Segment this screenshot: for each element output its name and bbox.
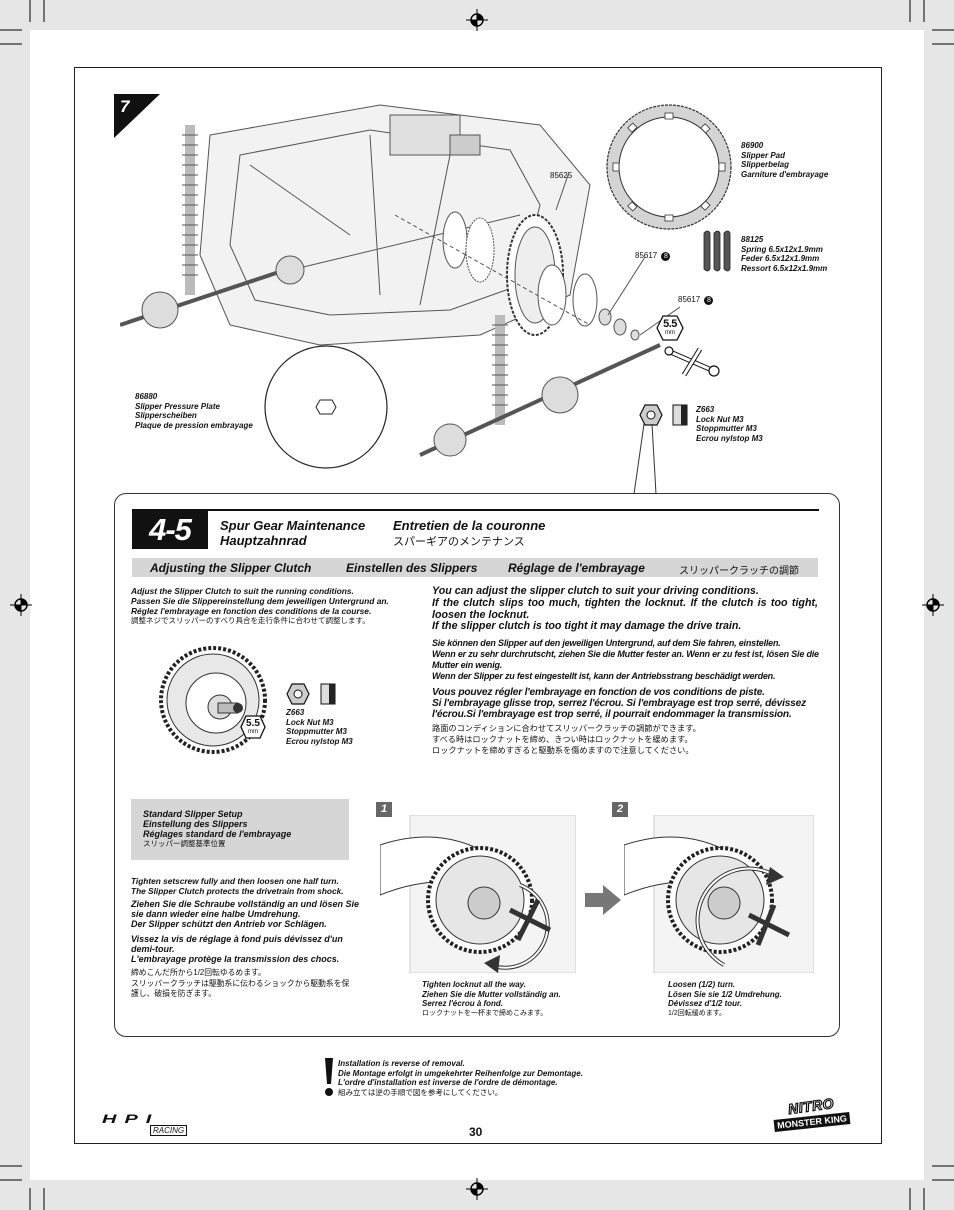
wrench-unit-top: mm (665, 330, 675, 336)
section-number: 4-5 (149, 512, 192, 547)
leader-lines (633, 423, 657, 495)
nitro-monster-king-logo: NITRO MONSTER KING (773, 1094, 854, 1138)
step-triangle (114, 94, 160, 138)
callout-85617-b: 85617 8 (678, 295, 714, 305)
standard-setup-text: Standard Slipper Setup Einstellung des S… (143, 809, 292, 848)
hpi-logo-text: HPI (102, 1112, 160, 1126)
setup-text-en: Tighten setscrew fully and then loosen o… (131, 876, 344, 896)
hpi-logo-subtext: RACING (150, 1125, 188, 1136)
chassis-exploded-illustration (120, 104, 680, 457)
step-2-badge: 2 (612, 802, 628, 817)
right-intro-jp: 路面のコンディションに合わせてスリッパークラッチの調節ができます。 すべる時はロ… (432, 724, 701, 755)
spur-gear-illustration (159, 646, 267, 754)
step-1-badge: 1 (376, 802, 392, 817)
wrench-unit-inner: mm (248, 729, 258, 735)
warning-exclamation-icon (325, 1058, 333, 1096)
setup-text-jp: 締めこんだ所から1/2回転ゆるめます。 スリッパークラッチは駆動系に伝わるショッ… (131, 968, 350, 998)
section-title-en: Spur Gear Maintenance (220, 518, 366, 533)
count-badge-a: 8 (661, 252, 671, 261)
step-number: 7 (120, 97, 130, 116)
setup-text-de: Ziehen Sie die Schraube vollständig an u… (131, 899, 360, 930)
registration-mark-left-icon (10, 594, 32, 616)
part-86880: 86880 Slipper Pressure Plate Slippersche… (135, 392, 253, 430)
slipper-pad-illustration (606, 104, 732, 230)
registration-mark-right-icon (922, 594, 944, 616)
page-number: 30 (469, 1125, 483, 1139)
right-intro-de: Sie können den Slipper auf den jeweilige… (432, 638, 819, 681)
wrench-size-hex-top: 5.5 mm (656, 315, 684, 341)
lock-nut-icon-top (639, 404, 663, 426)
lock-nut-icon-inner (286, 683, 310, 705)
callout-85625: 85625 (550, 171, 573, 180)
subheader-en: Adjusting the Slipper Clutch (150, 561, 312, 575)
wrench-size-inner: 5.5 (246, 718, 260, 729)
right-intro-fr: Vous pouvez régler l'embrayage en foncti… (432, 687, 807, 720)
callout-85617-b-code: 85617 (678, 295, 701, 304)
subheader-bar (132, 558, 818, 577)
count-badge-b: 8 (704, 296, 714, 305)
registration-mark-top-icon (466, 9, 488, 31)
callout-85617-a-code: 85617 (635, 251, 658, 260)
step-2-caption: Loosen (1/2) turn. Lösen Sie sie 1/2 Umd… (668, 980, 782, 1017)
standard-setup-box (131, 799, 349, 860)
part-88125: 88125 Spring 6.5x12x1.9mm Feder 6.5x12x1… (741, 235, 828, 273)
registration-mark-bottom-icon (466, 1178, 488, 1200)
wrench-size-hex-inner: 5.5 mm (240, 715, 266, 739)
cross-wrench-icon (664, 346, 720, 377)
section-title-jp: スパーギアのメンテナンス (393, 536, 525, 548)
step-2-illustration (624, 815, 814, 973)
part-86900: 86900 Slipper Pad Slipperbelag Garniture… (741, 141, 829, 179)
left-intro: Adjust the Slipper Clutch to suit the ru… (131, 586, 389, 625)
section-number-box: 4-5 (132, 511, 208, 549)
callout-85617-a: 85617 8 (635, 251, 671, 261)
setup-text-fr: Vissez la vis de réglage à fond puis dév… (131, 934, 343, 965)
subheader-jp: スリッパークラッチの調節 (679, 566, 799, 577)
installation-note: Installation is reverse of removal. Die … (338, 1059, 583, 1097)
lock-nut-side-icon-inner (320, 683, 336, 705)
section-title-de: Hauptzahnrad (220, 533, 307, 548)
subheader-de: Einstellen des Slippers (346, 561, 478, 575)
logo-monster-king: MONSTER KING (773, 1112, 851, 1132)
arrow-right-icon (585, 885, 621, 915)
wrench-size-top: 5.5 (663, 318, 677, 330)
part-z663-top: Z663 Lock Nut M3 Stoppmutter M3 Ecrou ny… (696, 405, 763, 443)
lock-nut-side-icon-top (672, 404, 688, 426)
section-title-fr: Entretien de la couronne (393, 518, 546, 533)
subheader-fr: Réglage de l'embrayage (508, 561, 645, 575)
step-1-caption: Tighten locknut all the way. Ziehen Sie … (422, 980, 561, 1017)
part-z663-inner: Z663 Lock Nut M3 Stoppmutter M3 Ecrou ny… (286, 708, 353, 746)
hpi-logo: HPI RACING (102, 1112, 194, 1140)
right-intro-en: You can adjust the slipper clutch to sui… (432, 585, 818, 633)
section-top-rule (132, 509, 819, 511)
pressure-plate-illustration (264, 345, 388, 469)
step-1-illustration (380, 815, 576, 973)
spring-illustration (703, 230, 731, 272)
